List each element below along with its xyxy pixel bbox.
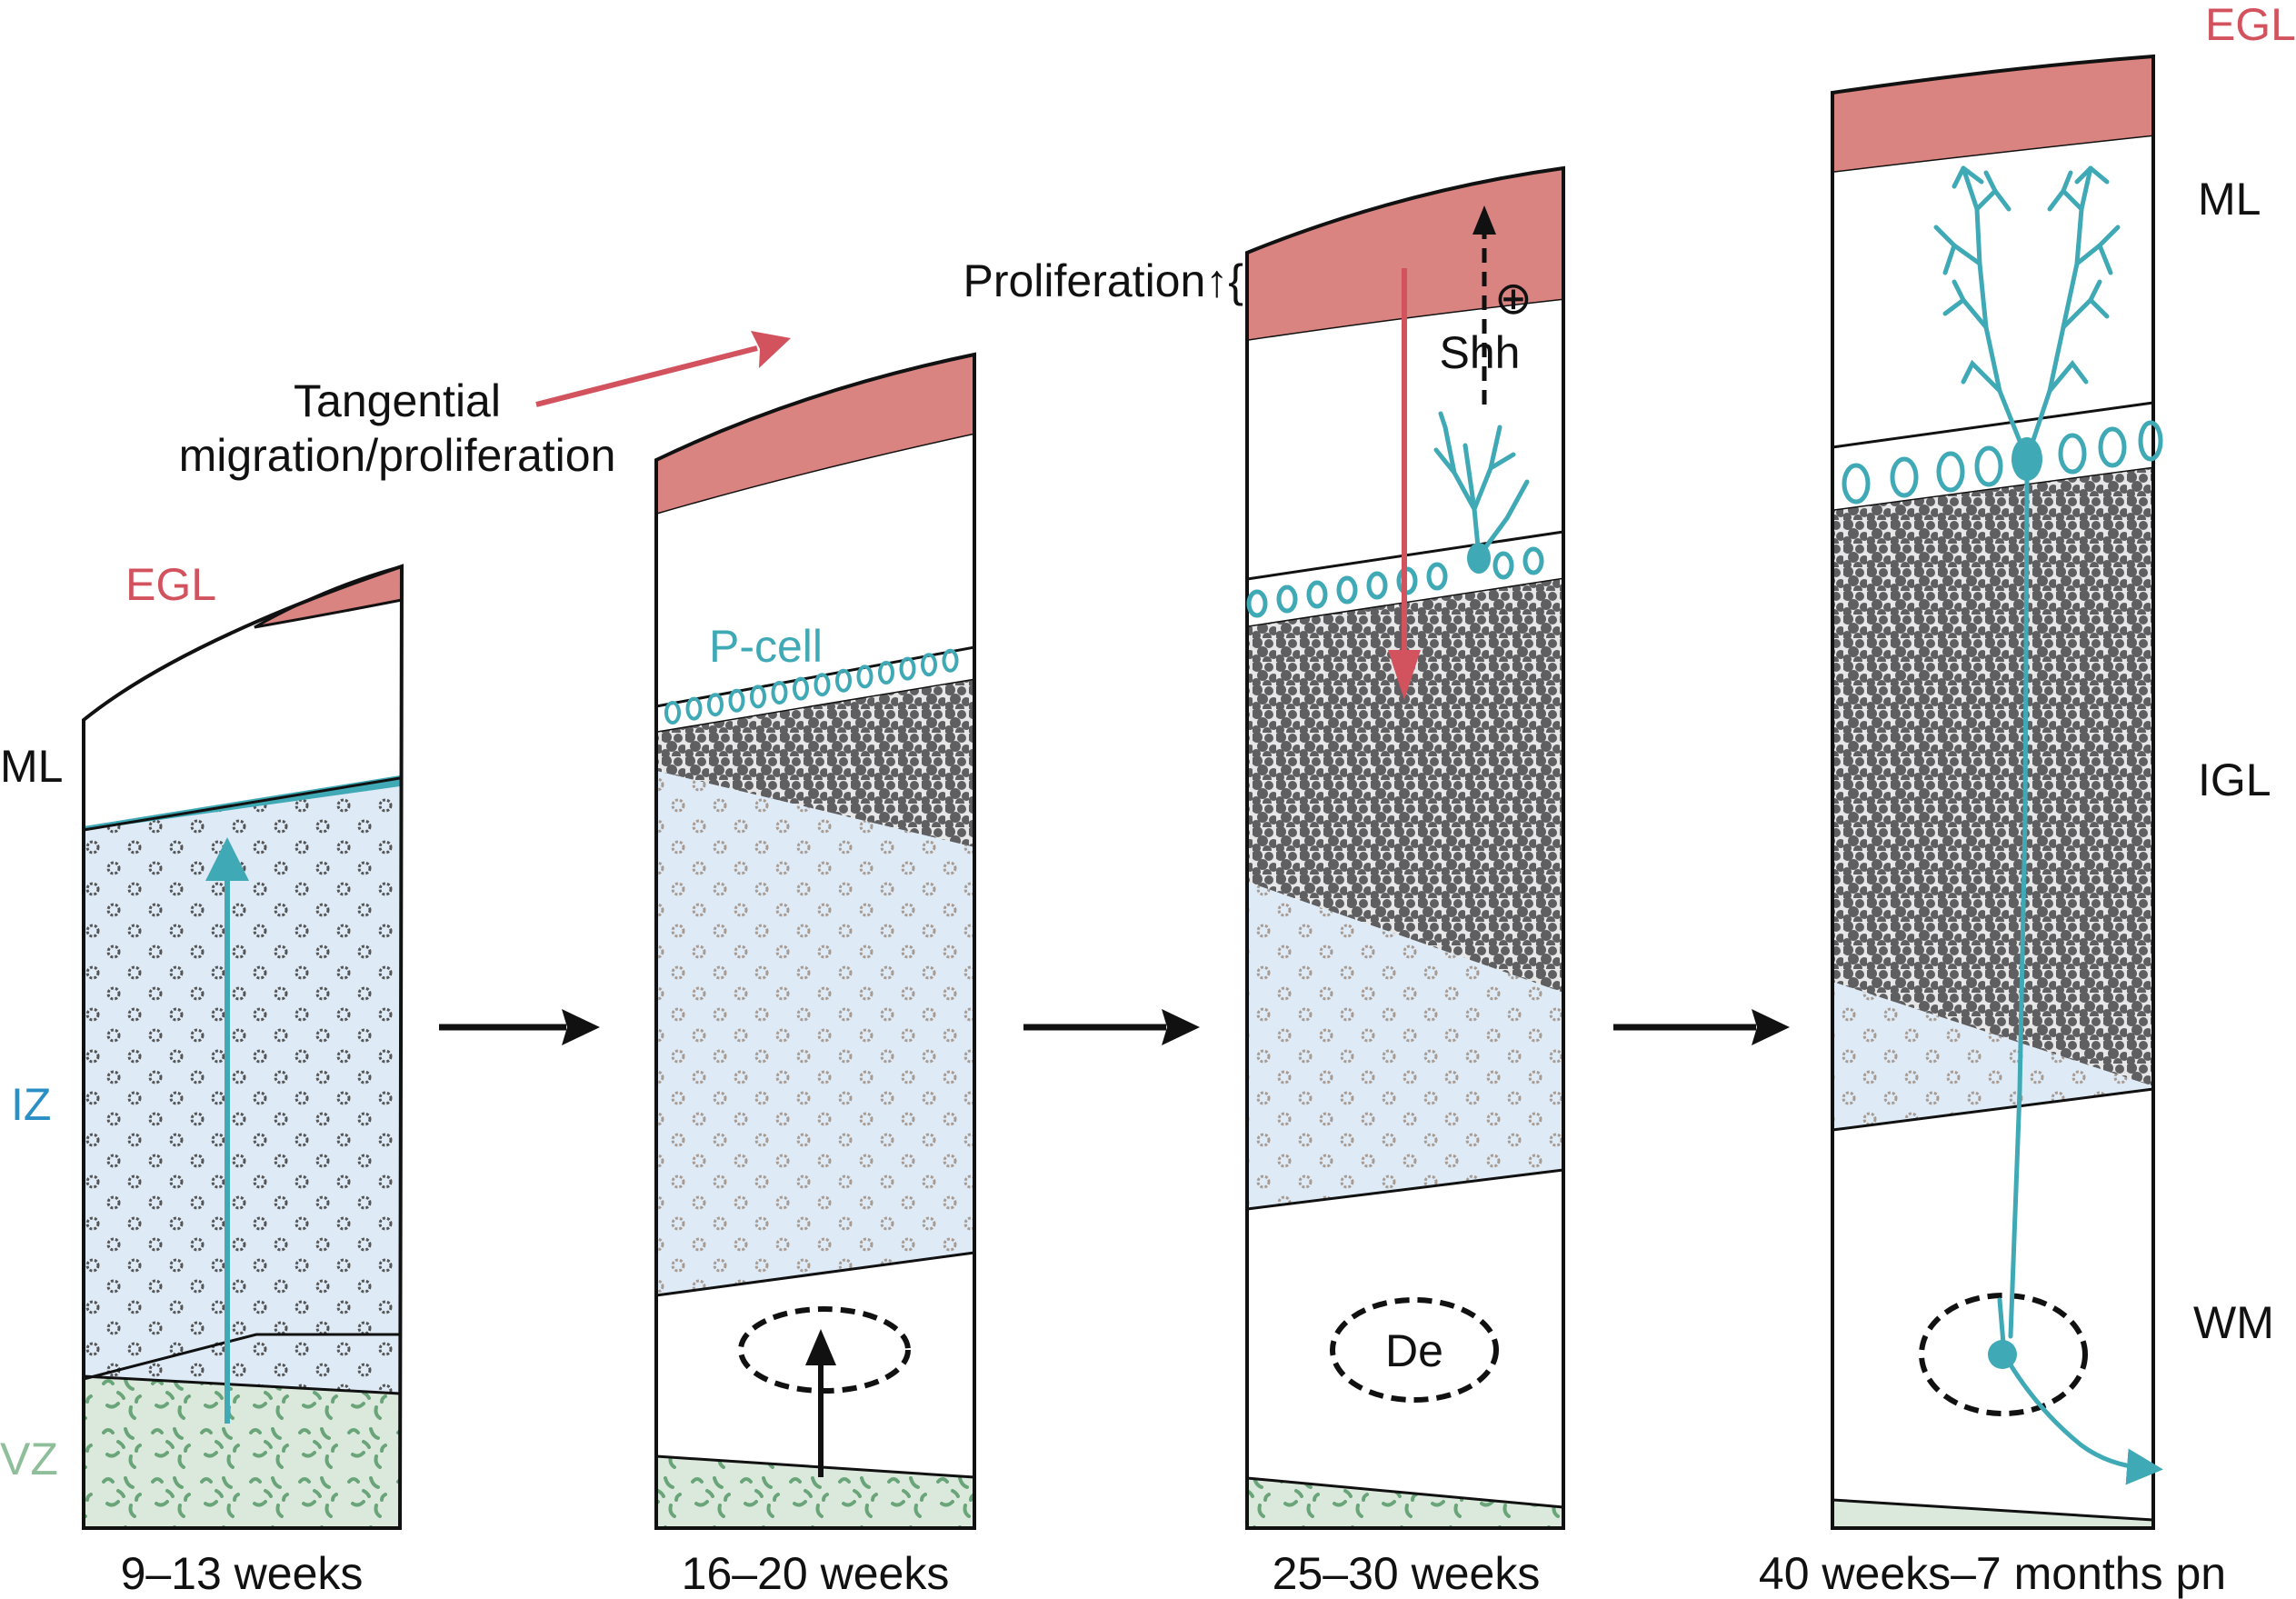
wm-label: WM xyxy=(2193,1297,2274,1348)
purkinje-cell xyxy=(707,693,724,717)
vz-label: VZ xyxy=(0,1434,58,1484)
panel-2-ml xyxy=(656,435,974,706)
panel-4-nucleus-outline xyxy=(1919,1293,2088,1416)
panel-2-purkinje-row xyxy=(664,648,959,725)
purkinje-cell xyxy=(942,648,959,673)
ml-label-left: ML xyxy=(0,741,63,792)
panel-4-purkinje-row xyxy=(1842,420,2163,505)
panel-9-13-weeks xyxy=(82,564,404,1530)
purkinje-cell xyxy=(814,673,831,697)
panel-3-igl xyxy=(1247,579,1563,993)
panel-25-30-weeks xyxy=(1245,165,1565,1530)
tangential-label: Tangential xyxy=(294,375,501,426)
purkinje-cell xyxy=(835,668,852,693)
panel-3-purkinje-neuron xyxy=(1433,411,1530,559)
panel-1-ml xyxy=(84,566,402,826)
panel-3-purkinje-soma xyxy=(1467,543,1491,574)
migration-proliferation-label: migration/proliferation xyxy=(179,430,616,481)
purkinje-cell xyxy=(685,696,703,721)
iz-label: IZ xyxy=(11,1079,51,1130)
caption-stage-1: 9–13 weeks xyxy=(121,1548,364,1599)
caption-stage-4: 40 weeks–7 months pn xyxy=(1759,1548,2226,1599)
panel-4-ml xyxy=(1832,136,2153,447)
p-cell-label: P-cell xyxy=(709,621,823,672)
purkinje-cell xyxy=(793,676,809,701)
purkinje-cell xyxy=(728,688,745,713)
panel-4-igl xyxy=(1832,468,2153,1086)
caption-stage-2: 16–20 weeks xyxy=(682,1548,950,1599)
panel-4-purkinje-soma xyxy=(2011,437,2042,481)
panel-2-outline xyxy=(654,352,976,1530)
egl-label-panel-1: EGL xyxy=(125,559,216,610)
purkinje-cell xyxy=(921,653,937,677)
panel-1-outline xyxy=(82,564,404,1530)
panel-4-vz xyxy=(1832,1500,2153,1528)
panel-40-weeks-7-months xyxy=(1831,54,2163,1530)
plus-icon: ⊕ xyxy=(1494,273,1532,324)
purkinje-cell xyxy=(899,656,916,681)
stage-arrow-1 xyxy=(439,1009,600,1045)
panel-4-purkinje-neuron xyxy=(1933,165,2121,1339)
purkinje-cell xyxy=(664,701,681,725)
de-label: De xyxy=(1385,1325,1443,1376)
stage-arrow-2 xyxy=(1023,1009,1200,1045)
proliferation-label: Proliferation↑{ xyxy=(963,255,1244,306)
panel-2-igl xyxy=(656,680,974,847)
panel-4-axon xyxy=(2008,479,2030,1339)
shh-label: Shh xyxy=(1440,327,1521,378)
panel-2-nucleus-outline xyxy=(738,1306,911,1394)
purkinje-cell xyxy=(856,665,873,689)
igl-label: IGL xyxy=(2198,755,2271,805)
purkinje-cell xyxy=(750,685,766,709)
tangential-migration-arrow xyxy=(535,331,791,407)
panel-16-20-weeks xyxy=(654,352,976,1530)
stage-arrow-3 xyxy=(1613,1009,1790,1045)
panel-3-de-outline xyxy=(1330,1297,1499,1403)
caption-stage-3: 25–30 weeks xyxy=(1273,1548,1541,1599)
panel-4-nuclear-soma xyxy=(1988,1340,2017,1369)
panel-4-outline xyxy=(1831,54,2155,1530)
ml-label-right: ML xyxy=(2198,174,2261,225)
panel-3-outline xyxy=(1245,165,1565,1530)
egl-label-right: EGL xyxy=(2205,0,2296,50)
purkinje-cell xyxy=(878,661,894,685)
purkinje-cell xyxy=(771,681,788,705)
